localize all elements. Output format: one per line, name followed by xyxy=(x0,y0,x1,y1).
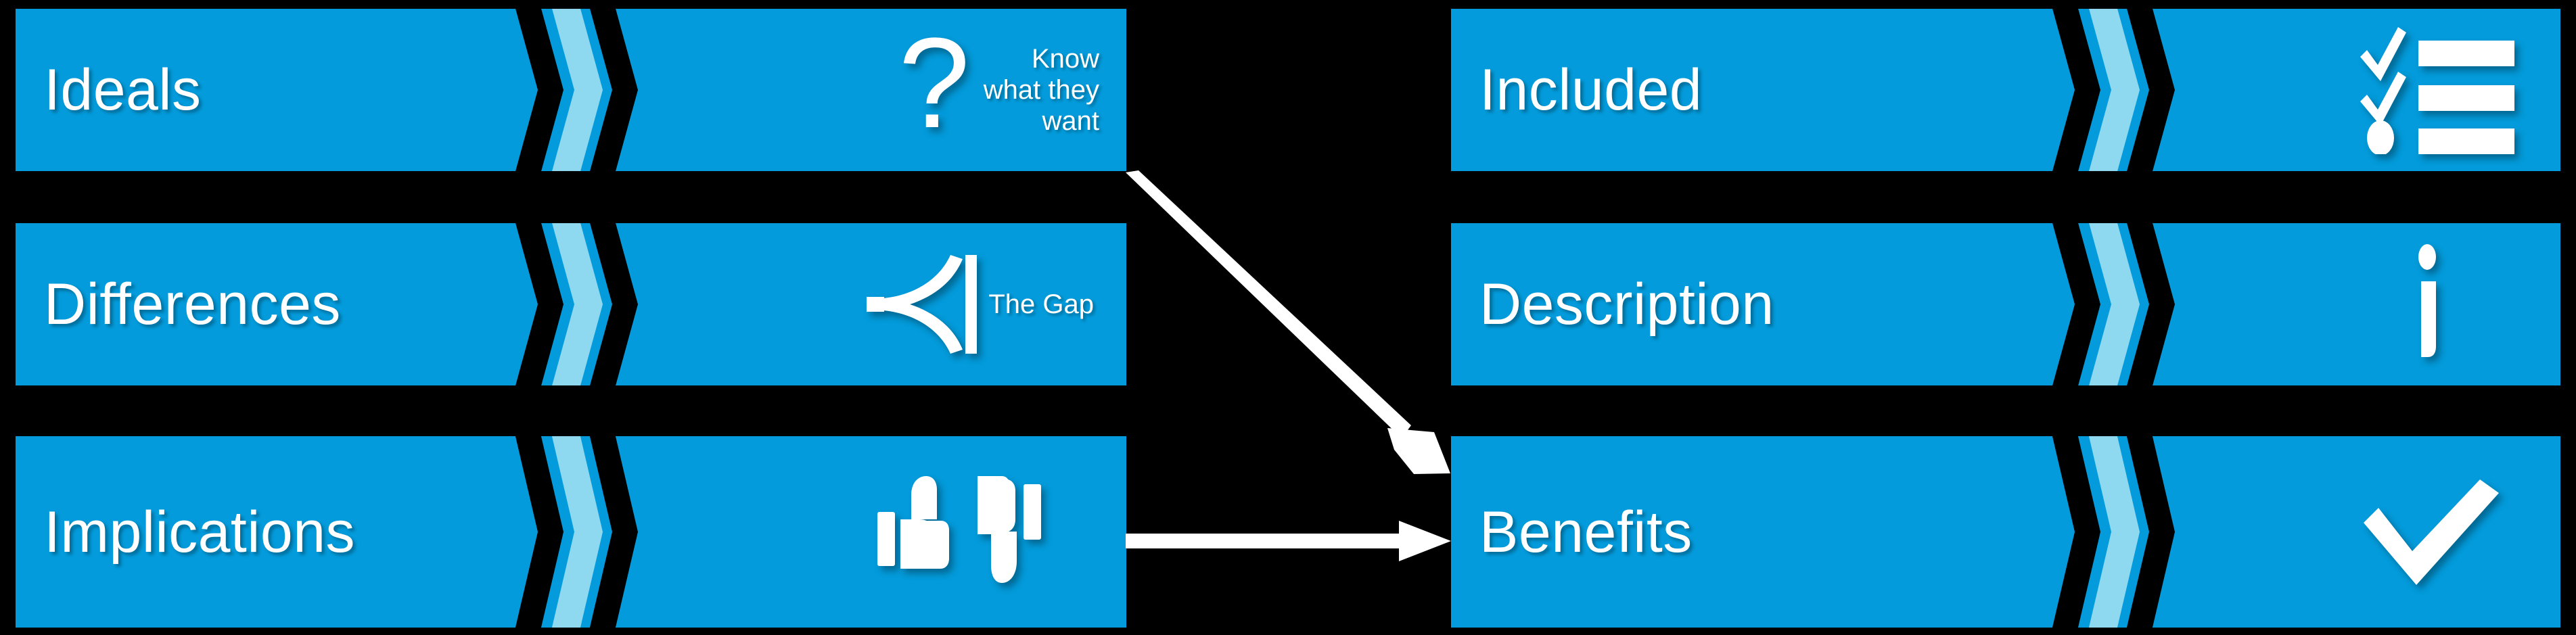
icon-slot-ideals: ? Know what they want xyxy=(815,9,1126,171)
chevron-stripes-icon xyxy=(509,9,638,171)
icon-slot-implications xyxy=(775,436,1126,628)
checkmark-icon xyxy=(2364,479,2499,585)
banner-included[interactable]: Included xyxy=(1451,9,2560,171)
banner-label-description: Description xyxy=(1479,272,1774,337)
banner-benefits[interactable]: Benefits xyxy=(1451,436,2560,628)
icon-slot-differences: The Gap xyxy=(775,223,1126,385)
question-mark-icon: ? xyxy=(898,26,970,154)
banner-implications[interactable]: Implications xyxy=(16,436,1126,628)
icon-slot-description xyxy=(2303,223,2560,385)
svg-text:?: ? xyxy=(898,26,970,154)
gap-funnel-icon xyxy=(867,255,978,354)
banner-label-benefits: Benefits xyxy=(1479,499,1693,565)
banner-differences[interactable]: Differences The Gap xyxy=(16,223,1126,385)
banner-label-implications: Implications xyxy=(44,499,356,565)
info-i-icon xyxy=(2418,244,2436,357)
icon-slot-benefits xyxy=(2276,436,2560,628)
banner-label-differences: Differences xyxy=(44,272,341,337)
thumbs-up-down-icon xyxy=(877,475,1041,583)
icon-slot-included xyxy=(2276,9,2560,171)
banner-label-ideals: Ideals xyxy=(44,57,202,122)
chevron-stripes-icon xyxy=(2046,436,2175,628)
chevron-stripes-icon xyxy=(2046,223,2175,385)
banner-description[interactable]: Description xyxy=(1451,223,2560,385)
icon-caption-differences: The Gap xyxy=(988,289,1094,319)
banner-ideals[interactable]: Ideals ? Know what they want xyxy=(16,9,1126,171)
banner-label-included: Included xyxy=(1479,57,1703,122)
chevron-stripes-icon xyxy=(2046,9,2175,171)
chevron-stripes-icon xyxy=(509,223,638,385)
chevron-stripes-icon xyxy=(509,436,638,628)
icon-caption-ideals: Know what they want xyxy=(983,44,1099,136)
implications-to-benefits-arrow xyxy=(1126,521,1451,561)
checklist-icon xyxy=(2360,27,2514,154)
ideals-to-benefits-arrow xyxy=(1126,170,1450,474)
